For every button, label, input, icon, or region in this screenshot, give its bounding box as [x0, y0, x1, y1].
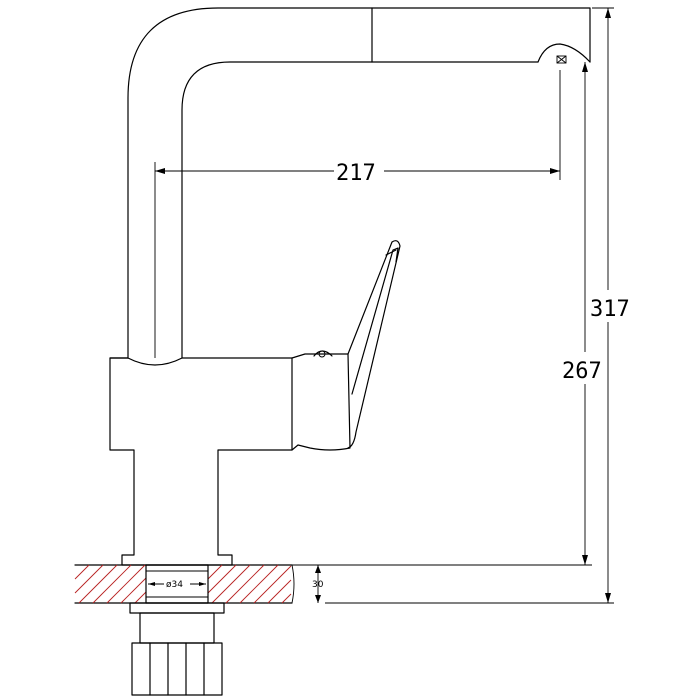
reach-value: 217 — [336, 161, 376, 186]
washer — [129, 602, 225, 614]
handle-screw — [318, 350, 326, 358]
counter-thickness-arrow-top — [315, 565, 321, 573]
hatch-line — [225, 564, 265, 604]
hatch-line — [253, 565, 292, 604]
hatch-line — [211, 564, 251, 604]
handle-lever-outer — [347, 240, 401, 449]
counter-break-line — [291, 564, 295, 604]
dimension-pipe-diameter: ø34 — [148, 577, 206, 590]
hatch-line — [106, 564, 146, 604]
handle-lever-edge — [385, 249, 397, 256]
counter-thickness-arrow-bottom — [315, 595, 321, 603]
reach-arrow-left — [155, 168, 165, 174]
hatch-line — [74, 564, 104, 594]
reach-arrow-right — [550, 168, 560, 174]
lever-handle — [291, 240, 401, 451]
hatch-line — [207, 564, 223, 580]
hatch-line — [207, 564, 237, 594]
hatch-right — [207, 564, 292, 604]
body-contour — [109, 357, 293, 566]
hatch-line — [134, 591, 147, 604]
spout — [127, 7, 591, 359]
hatch-line — [239, 564, 279, 604]
spout-height-arrow-top — [582, 62, 588, 72]
total-height-arrow-top — [605, 8, 611, 18]
dimension-total-height: 317 — [325, 7, 630, 604]
hatch-line — [281, 593, 292, 604]
spout-outer-contour — [127, 7, 591, 359]
dimension-spout-height: 267 — [292, 62, 602, 566]
dimension-counter-thickness: 30 — [312, 565, 324, 603]
pipe-diameter-arrow-left — [148, 582, 155, 586]
threaded-shank — [139, 612, 215, 644]
total-height-arrow-bottom — [605, 593, 611, 603]
handle-cartridge — [291, 353, 351, 451]
spout-height-value: 267 — [562, 359, 602, 384]
spout-inner-contour — [181, 61, 539, 359]
aerator-mark-cross-b — [556, 55, 567, 64]
pipe-diameter-arrow-right — [199, 582, 206, 586]
hatch-left — [74, 564, 147, 604]
hatch-line — [92, 564, 132, 604]
countertop-section — [74, 564, 295, 604]
aerator-outlet — [537, 43, 591, 63]
pipe-diameter-label-bg — [164, 577, 190, 589]
aerator-mark — [556, 55, 567, 64]
handle-lever-inner — [351, 247, 399, 395]
total-height-value: 317 — [590, 297, 630, 322]
counter-thickness-value: 30 — [312, 580, 324, 590]
hatch-line — [74, 564, 90, 580]
fixing-nut — [129, 602, 225, 696]
faucet-body — [109, 357, 293, 566]
nut-body — [131, 642, 223, 696]
hatch-line — [78, 564, 118, 604]
spout-height-arrow-bottom — [582, 555, 588, 565]
dimension-reach: 217 — [154, 70, 561, 358]
pipe-diameter-value: ø34 — [166, 580, 183, 590]
hatch-line — [120, 577, 147, 604]
hatch-line — [267, 579, 292, 604]
